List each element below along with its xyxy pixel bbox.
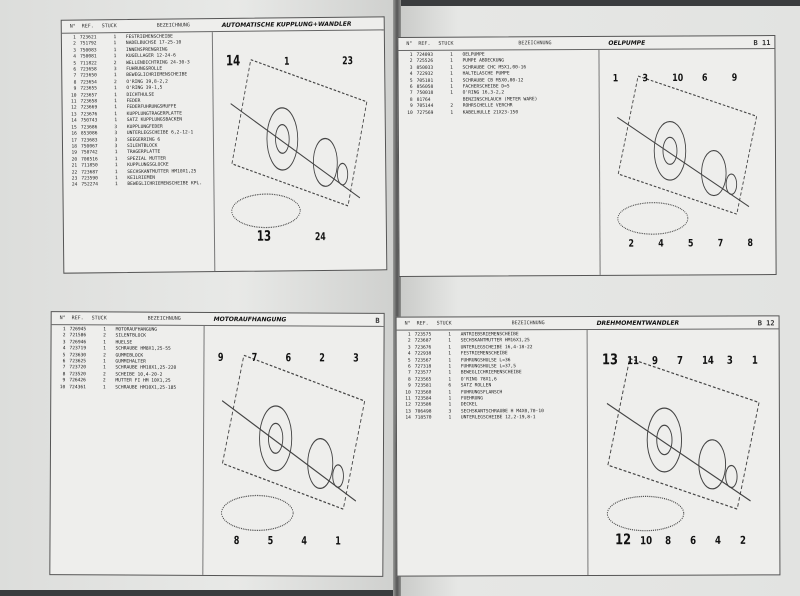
diagram-sketch — [617, 75, 758, 235]
callout-number: 11 — [627, 355, 639, 367]
col-no: N° — [404, 320, 411, 327]
cell: 724361 — [69, 384, 86, 390]
panel-oelpumpe: N° REF. STUCK BEZEICHNUNG OELPUMPE B 11 … — [397, 35, 777, 277]
callout-number: 4 — [301, 535, 307, 548]
page-code: B 12 — [757, 319, 775, 328]
cell: KABELHULLE 21X23-150 — [462, 110, 519, 116]
callout-number: 10 — [672, 73, 683, 84]
callout-number: 8 — [747, 238, 753, 249]
callout-number: 9 — [732, 73, 738, 84]
callout-number: 1 — [335, 535, 341, 548]
callout-number: 12 — [615, 532, 631, 549]
callout-number: 3 — [727, 355, 733, 367]
exploded-diagram: 14 13 1 24 23 — [213, 30, 386, 271]
callout-number: 2 — [319, 352, 325, 365]
diagram-sketch — [221, 354, 366, 532]
exploded-diagram: 1 2 3 4 10 5 6 7 9 8 — [599, 49, 775, 275]
callout-number: 7 — [718, 238, 724, 249]
callout-number: 4 — [658, 239, 664, 250]
cell: 752274 — [81, 182, 99, 188]
cell: SCHRAUBE HM10X1,25-185 — [115, 385, 177, 391]
col-no: N° — [406, 40, 413, 47]
col-stuck: STUCK — [436, 320, 452, 327]
cell: 718570 — [414, 415, 432, 421]
callout-number: 14 — [702, 355, 714, 367]
callout-number: 4 — [715, 535, 721, 547]
callout-number: 2 — [628, 239, 634, 250]
col-ref: REF. — [416, 320, 429, 327]
callout-number: 6 — [690, 535, 696, 547]
cell: 1 — [114, 182, 118, 188]
cell: 10 — [59, 384, 66, 390]
col-bezeichnung: BEZEICHNUNG — [156, 22, 190, 29]
col-ref: REF. — [418, 40, 431, 47]
callout-number: 6 — [702, 73, 708, 84]
cell: UNTERLEGSCHEIBE 12,2-19,8-1 — [460, 415, 536, 421]
col-ref: REF. — [81, 23, 94, 30]
cell: BEWEGLICHRIEMENSCHEIBE KPL. — [127, 181, 203, 188]
book-gutter — [393, 0, 401, 596]
callout-number: 2 — [740, 535, 746, 547]
page-code: B — [375, 316, 380, 325]
callout-number: 5 — [268, 535, 274, 548]
callout-number: 8 — [665, 535, 671, 547]
callout-number: 3 — [353, 352, 359, 365]
callout-number: 6 — [285, 352, 291, 365]
cell: 1 — [448, 415, 452, 421]
callout-number: 9 — [652, 355, 658, 367]
panel-drehmomentwandler: N° REF. STUCK BEZEICHNUNG DREHMOMENTWAND… — [395, 315, 781, 577]
callout-number: 23 — [342, 55, 353, 68]
cell: 1 — [102, 385, 106, 391]
panel-motoraufhangung: N° REF. STUCK BEZEICHNUNG MOTORAUFHANGUN… — [49, 311, 385, 577]
col-stuck: STUCK — [438, 40, 454, 47]
callout-number: 14 — [226, 51, 241, 68]
col-bezeichnung: BEZEICHNUNG — [511, 320, 545, 327]
panel-title: AUTOMATISCHE KUPPLUNG+WANDLER — [221, 20, 352, 30]
exploded-diagram: 13 12 11 10 9 8 7 6 14 4 3 2 1 — [588, 329, 780, 575]
col-ref: REF. — [71, 315, 84, 322]
cell: 14 — [405, 415, 411, 421]
callout-number: 1 — [752, 355, 758, 367]
cell: 24 — [71, 182, 78, 188]
callout-number: 7 — [252, 352, 258, 365]
callout-number: 10 — [640, 535, 652, 547]
callout-number: 3 — [642, 73, 648, 84]
panel-title: DREHMOMENTWANDLER — [596, 319, 680, 327]
col-stuck: STUCK — [101, 23, 117, 30]
exploded-diagram: 9 8 7 5 6 4 2 1 3 — [203, 326, 383, 576]
callout-number: 5 — [688, 239, 694, 250]
page-code: B 11 — [753, 39, 771, 48]
diagram-sketch — [230, 58, 368, 229]
callout-number: 1 — [284, 56, 289, 69]
diagram-sketch — [606, 357, 760, 532]
callout-number: 13 — [602, 352, 618, 369]
table-header: N° REF. STUCK BEZEICHNUNG DREHMOMENTWAND… — [396, 316, 779, 331]
panel-title: OELPUMPE — [608, 39, 646, 47]
col-no: N° — [59, 315, 66, 322]
callout-number: 13 — [257, 227, 271, 244]
callout-number: 9 — [218, 352, 224, 365]
cell: 1 — [450, 110, 454, 116]
panel-kupplung: N° REF. STUCK BEZEICHNUNG AUTOMATISCHE K… — [60, 16, 388, 274]
col-no: N° — [69, 23, 76, 30]
col-bezeichnung: BEZEICHNUNG — [518, 40, 552, 47]
col-stuck: STUCK — [91, 315, 107, 322]
callout-number: 8 — [234, 535, 240, 548]
col-bezeichnung: BEZEICHNUNG — [147, 315, 181, 322]
cell: 727569 — [416, 110, 434, 116]
callout-number: 24 — [315, 231, 326, 244]
cell: 10 — [407, 110, 413, 116]
callout-number: 1 — [613, 74, 619, 85]
panel-title: MOTORAUFHANGUNG — [213, 315, 287, 324]
callout-number: 7 — [677, 355, 683, 367]
